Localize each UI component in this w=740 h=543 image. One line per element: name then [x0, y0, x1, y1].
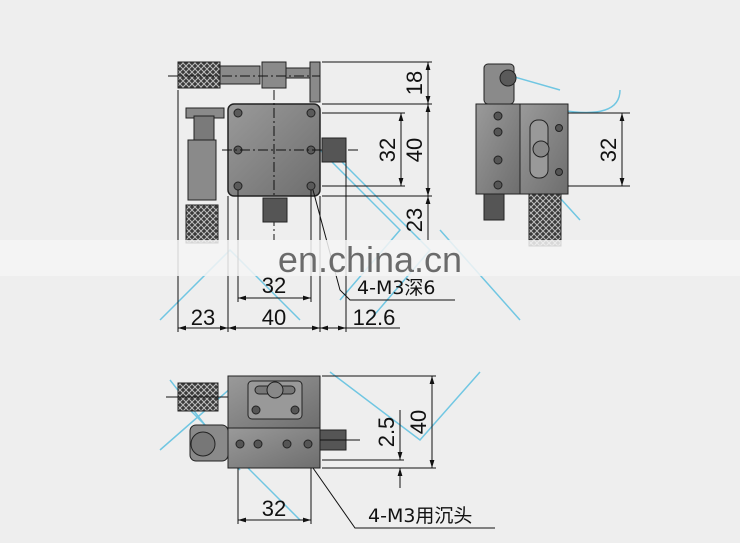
micrometer-knob-icon — [185, 204, 219, 244]
dim-32: 32 — [596, 138, 621, 162]
dim-23: 23 — [402, 208, 427, 232]
dim-40: 40 — [406, 410, 431, 434]
dim-40: 40 — [402, 138, 427, 162]
dim-32: 32 — [262, 496, 286, 521]
dim-2-5: 2.5 — [374, 417, 399, 448]
dim-40: 40 — [262, 305, 286, 330]
dim-12-6: 12.6 — [353, 305, 396, 330]
dim-32: 32 — [375, 138, 400, 162]
watermark-band — [0, 240, 740, 276]
micrometer-knob-icon — [177, 61, 221, 89]
front-view: 40 2.5 32 4-M3用沉头 — [166, 375, 495, 529]
callout-4-m3-depth6: 4-M3深6 — [357, 277, 436, 299]
micrometer-knob-icon — [528, 193, 562, 247]
callout-4-m3-countersunk: 4-M3用沉头 — [368, 505, 472, 527]
top-view: 18 40 32 23 32 23 40 12.6 4-M3深6 — [168, 61, 455, 332]
dim-32: 32 — [262, 273, 286, 298]
dim-18: 18 — [402, 71, 427, 95]
dim-23: 23 — [191, 305, 215, 330]
side-view: 32 — [475, 63, 630, 247]
